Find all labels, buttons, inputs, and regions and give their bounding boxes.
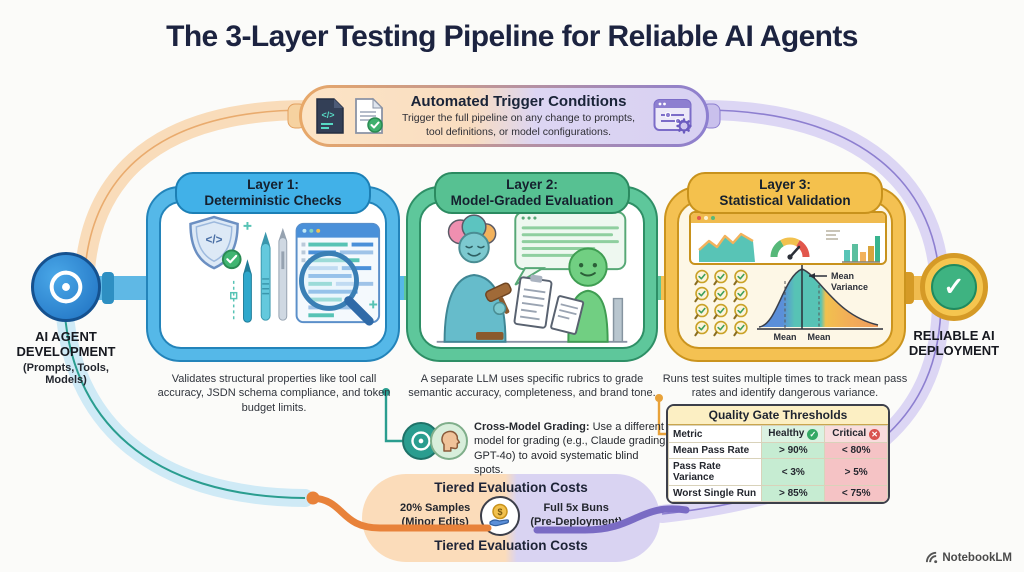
layer3-description: Runs test suites multiple times to track… [662, 373, 908, 400]
check-magnifier-icon [731, 320, 750, 337]
svg-text:</>: </> [206, 234, 223, 247]
layer3-header: Layer 3: Statistical Validation [687, 172, 883, 215]
svg-text:Mean: Mean [807, 332, 830, 342]
layer1-card: Layer 1: Deterministic Checks </> [146, 172, 400, 362]
layer3-illustration: Mean Variance Mean Mean [677, 201, 893, 349]
table-row: Mean Pass Rate > 90% < 80% [668, 442, 888, 459]
metric-label: Pass Rate Variance [668, 458, 763, 486]
metric-label: Mean Pass Rate [668, 442, 763, 459]
col-healthy: Healthy✓ [761, 425, 826, 443]
check-magnifier-icon [692, 303, 711, 320]
analytics-window-header [691, 213, 885, 223]
healthy-check-icon: ✓ [807, 429, 819, 440]
layer2-header: Layer 2: Model-Graded Evaluation [434, 172, 630, 215]
check-magnifier-icon [731, 286, 750, 303]
metric-label: Worst Single Run [668, 485, 763, 502]
check-magnifier-icon [711, 286, 730, 303]
check-magnifier-icon [692, 320, 711, 337]
pipe-trigger-right [692, 100, 950, 302]
openai-logo-icon [31, 252, 101, 322]
head-profile-icon [430, 422, 468, 460]
critical-cross-icon: ✕ [869, 429, 881, 440]
critical-value: < 80% [824, 442, 888, 459]
trigger-conditions-inner: </> Automated Trigger Conditions Trigger… [302, 88, 706, 144]
code-file-icon: </> [316, 98, 344, 134]
page-title: The 3-Layer Testing Pipeline for Reliabl… [166, 20, 858, 53]
start-node-sublabel: (Prompts, Tools, Models) [23, 361, 109, 386]
table-row: Worst Single Run > 85% < 75% [668, 485, 888, 502]
costs-right-item: Full 5x Buns (Pre-Deployment) [530, 502, 622, 528]
config-settings-icon [653, 99, 692, 134]
quality-gate-header-row: Metric Healthy✓ Critical✕ [668, 425, 888, 443]
cross-model-note: Cross-Model Grading: Use a different mod… [402, 420, 666, 477]
connector-crossmodel [382, 388, 402, 443]
svg-text:Mean: Mean [831, 271, 854, 281]
layer2-illustration [419, 201, 645, 349]
table-row: Pass Rate Variance < 3% > 5% [668, 458, 888, 486]
cross-model-icons [402, 420, 468, 462]
col-metric: Metric [668, 425, 763, 443]
quality-gate-title: Quality Gate Thresholds [668, 406, 888, 425]
document-check-icon [355, 97, 384, 134]
analytics-window [689, 211, 887, 265]
svg-text:</>: </> [321, 110, 334, 120]
trigger-conditions-box: </> Automated Trigger Conditions Trigger… [299, 85, 709, 147]
layer2-description: A separate LLM uses specific rubrics to … [408, 373, 656, 400]
trigger-description: Trigger the full pipeline on any change … [401, 112, 636, 138]
trigger-title: Automated Trigger Conditions [410, 93, 627, 111]
layer3-card: Layer 3: Statistical Validation [664, 172, 906, 362]
check-magnifier-icon [711, 303, 730, 320]
layer1-illustration: </> [159, 201, 387, 349]
critical-value: > 5% [824, 458, 888, 486]
check-magnifier-icon [731, 303, 750, 320]
bell-curve-chart: Mean Variance Mean Mean [757, 265, 883, 342]
tiered-costs-section: Tiered Evaluation Costs 20% Samples (Min… [362, 474, 660, 562]
layer1-description: Validates structural properties like too… [157, 373, 391, 414]
healthy-value: > 90% [761, 442, 826, 459]
pipe-trigger-left [74, 100, 318, 302]
clipboard-icon [513, 274, 553, 329]
deployment-check-icon: ✓ [920, 253, 988, 321]
costs-row: 20% Samples (Minor Edits) $ Full 5x Buns… [362, 496, 660, 536]
quality-gate-table: Quality Gate Thresholds Metric Healthy✓ … [666, 404, 890, 504]
area-chart-icon [698, 232, 756, 262]
trigger-text: Automated Trigger Conditions Trigger the… [393, 93, 644, 138]
hand-coin-icon: $ [480, 496, 521, 536]
costs-title-top: Tiered Evaluation Costs [434, 480, 588, 495]
layer1-header: Layer 1: Deterministic Checks [175, 172, 371, 215]
layer2-card: Layer 2: Model-Graded Evaluation [406, 172, 658, 362]
test-run-checks-grid [692, 269, 750, 337]
watermark-text: NotebookLM [942, 551, 1012, 564]
gear-icon [676, 118, 692, 134]
pipe-costs-left [55, 291, 314, 507]
healthy-value: < 3% [761, 458, 826, 486]
costs-title-bottom: Tiered Evaluation Costs [434, 538, 588, 553]
col-critical: Critical✕ [824, 425, 888, 443]
critical-value: < 75% [824, 485, 888, 502]
watermark: NotebookLM [925, 551, 1012, 564]
cross-model-text: Cross-Model Grading: Use a different mod… [474, 421, 666, 476]
svg-text:$: $ [498, 507, 503, 517]
model-graded-illustration [436, 211, 628, 343]
deterministic-checks-illustration: </> [189, 215, 381, 326]
bar-chart-icon [825, 230, 880, 263]
svg-text:Variance: Variance [831, 282, 868, 292]
connector-qualitytable [655, 394, 668, 436]
notebooklm-logo-icon [926, 551, 938, 564]
check-magnifier-icon [731, 269, 750, 286]
check-magnifier-icon [692, 269, 711, 286]
healthy-value: > 85% [761, 485, 826, 502]
check-magnifier-icon [711, 269, 730, 286]
svg-text:Mean: Mean [773, 332, 796, 342]
costs-left-item: 20% Samples (Minor Edits) [399, 502, 471, 528]
gauge-icon [770, 237, 810, 260]
check-magnifier-icon [692, 286, 711, 303]
graded-paper-icon [550, 295, 585, 335]
check-magnifier-icon [711, 320, 730, 337]
